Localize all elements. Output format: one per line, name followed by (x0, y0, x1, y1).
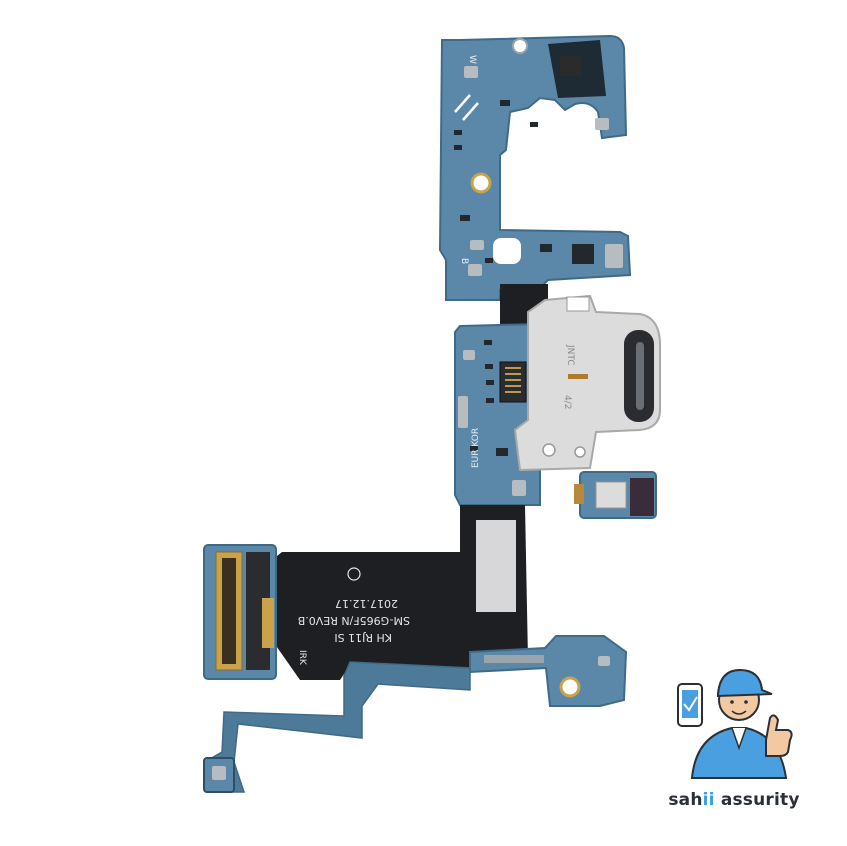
connector-mark: JNTC (565, 344, 575, 366)
lower-antenna-flex (203, 661, 471, 793)
top-pcb-section: W B (438, 34, 632, 301)
flex-model: SM-G965F/N REV0.B (298, 614, 410, 627)
main-flex-cable: 2017.12.17 SM-G965F/N REV0.B KH RJ11 SI … (272, 505, 528, 680)
brand-part-1: sah (668, 790, 703, 810)
flex-date: 2017.12.17 (335, 597, 398, 610)
brand-part-2: assurity (714, 790, 800, 810)
board-label-w: W (467, 55, 477, 64)
microphone-module (574, 471, 657, 519)
right-antenna-tail (469, 635, 628, 707)
brand-accent: ii (702, 790, 715, 810)
flex-small-tag: IRK (297, 650, 307, 666)
usb-c-housing (513, 294, 661, 472)
thumbs-up-icon (765, 714, 793, 757)
usb-board-section: JNTC 4/2 EUR KOR (454, 294, 661, 506)
flex-maker: KH RJ11 SI (334, 631, 392, 644)
mount-hole (470, 172, 492, 194)
board-label-b: B (459, 258, 469, 264)
region-label: EUR KOR (471, 428, 481, 468)
board-connector (203, 544, 277, 680)
mascot-illustration (677, 668, 793, 779)
brand-logo-text: sahii assurity (664, 790, 804, 810)
connector-code: 4/2 (562, 395, 572, 409)
